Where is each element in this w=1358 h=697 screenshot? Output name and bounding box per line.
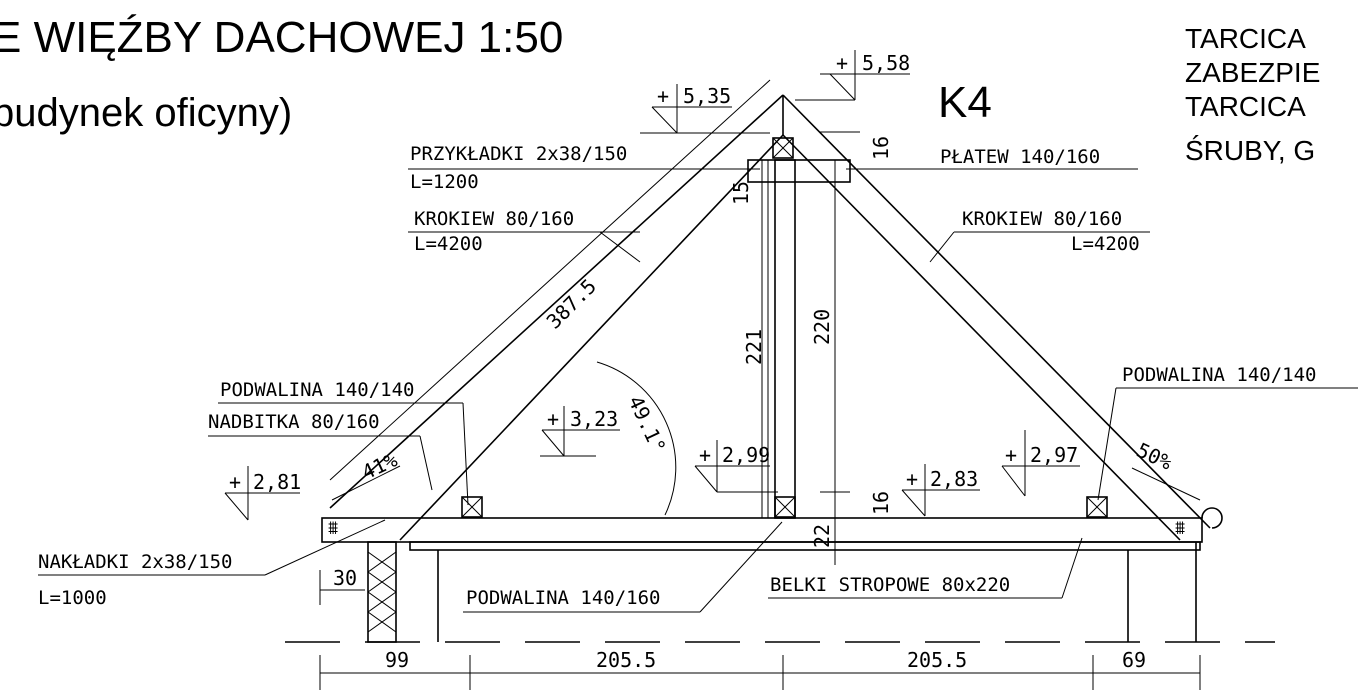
left-rafter-top [329,94,784,509]
truss-structure: ⩩ ⩩ [285,94,1275,643]
purlin [772,137,794,159]
right-rafter-top [782,94,1211,529]
level-535: 5,35 [683,84,731,108]
level-marker-299: + 2,99 [694,440,778,493]
note-1: TARCICA [1185,23,1306,54]
note-2: ZABEZPIE [1185,57,1320,88]
slope-left: 41% [358,448,401,485]
label-podwalina-left: PODWALINA 140/140 [220,379,414,401]
label-platew: PŁATEW 140/160 [940,146,1100,168]
svg-text:⩩: ⩩ [1175,517,1185,539]
level-marker-323: + 3,23 [540,406,620,457]
svg-text:+: + [699,443,711,467]
level-marker-297: + 2,97 [1001,430,1080,497]
label-krokiew-left-length: L=4200 [414,233,483,255]
span-99: 99 [385,648,409,672]
label-nakladki: NAKŁADKI 2x38/150 [38,551,232,573]
label-nadbitka: NADBITKA 80/160 [208,411,380,433]
label-przykladki: PRZYKŁADKI 2x38/150 [410,143,627,165]
collar-beam [747,159,851,183]
ceiling-beam [321,517,1203,543]
svg-text:+: + [906,467,918,491]
span-205-left: 205.5 [596,648,656,672]
level-558: 5,58 [862,51,910,75]
level-297: 2,97 [1030,443,1078,467]
dim-15: 15 [729,181,753,205]
label-nakladki-length: L=1000 [38,587,107,609]
level-281: 2,81 [253,470,301,494]
left-rafter-bottom [399,134,784,541]
label-krokiew-right-length: L=4200 [1071,233,1140,255]
right-rafter-bottom [782,134,1181,541]
svg-text:+: + [547,407,559,431]
level-marker-558: + 5,58 [795,50,910,101]
slope-right: 50% [1133,438,1176,475]
label-krokiew-right: KROKIEW 80/160 [962,208,1122,230]
drawing-title: E WIĘŹBY DACHOWEJ 1:50 [0,13,563,62]
level-323: 3,23 [570,407,618,431]
dim-220: 220 [810,309,834,345]
label-przykladki-length: L=1200 [410,171,479,193]
drawing-subtitle: budynek oficyny) [0,91,292,135]
dim-rafter-length: 387.5 [542,274,602,334]
label-podwalina-right: PODWALINA 140/140 [1122,364,1316,386]
label-podwalina-bottom: PODWALINA 140/160 [466,587,660,609]
sill-plate-right [1086,496,1108,518]
svg-text:+: + [657,84,669,108]
truss-id: K4 [938,78,992,127]
material-notes: TARCICA ZABEZPIE TARCICA ŚRUBY, G [1185,23,1320,166]
level-marker-535: + 5,35 [640,84,770,134]
level-283: 2,83 [930,467,978,491]
dim-roof-angle: 49.1° [623,392,670,457]
svg-text:+: + [229,470,241,494]
note-3: TARCICA [1185,91,1306,122]
king-post [774,159,796,519]
svg-text:+: + [836,51,848,75]
svg-text:⩩: ⩩ [328,517,338,539]
label-krokiew-left: KROKIEW 80/160 [414,208,574,230]
level-marker-283: + 2,83 [901,464,980,517]
level-marker-281: + 2,81 [224,466,301,521]
svg-text:+: + [1005,443,1017,467]
dimension-lines [319,79,1201,690]
label-belki: BELKI STROPOWE 80x220 [770,574,1010,596]
span-69: 69 [1122,648,1146,672]
left-wall [367,541,397,643]
level-299: 2,99 [722,443,770,467]
sill-plate-left [461,496,483,518]
dim-16-bottom: 16 [869,491,893,515]
leader-lines [38,168,1358,613]
dim-30: 30 [333,566,357,590]
dim-22: 22 [810,524,834,548]
dim-221: 221 [742,329,766,365]
note-4: ŚRUBY, G [1185,134,1315,166]
span-205-right: 205.5 [907,648,967,672]
dim-16-top: 16 [869,136,893,160]
